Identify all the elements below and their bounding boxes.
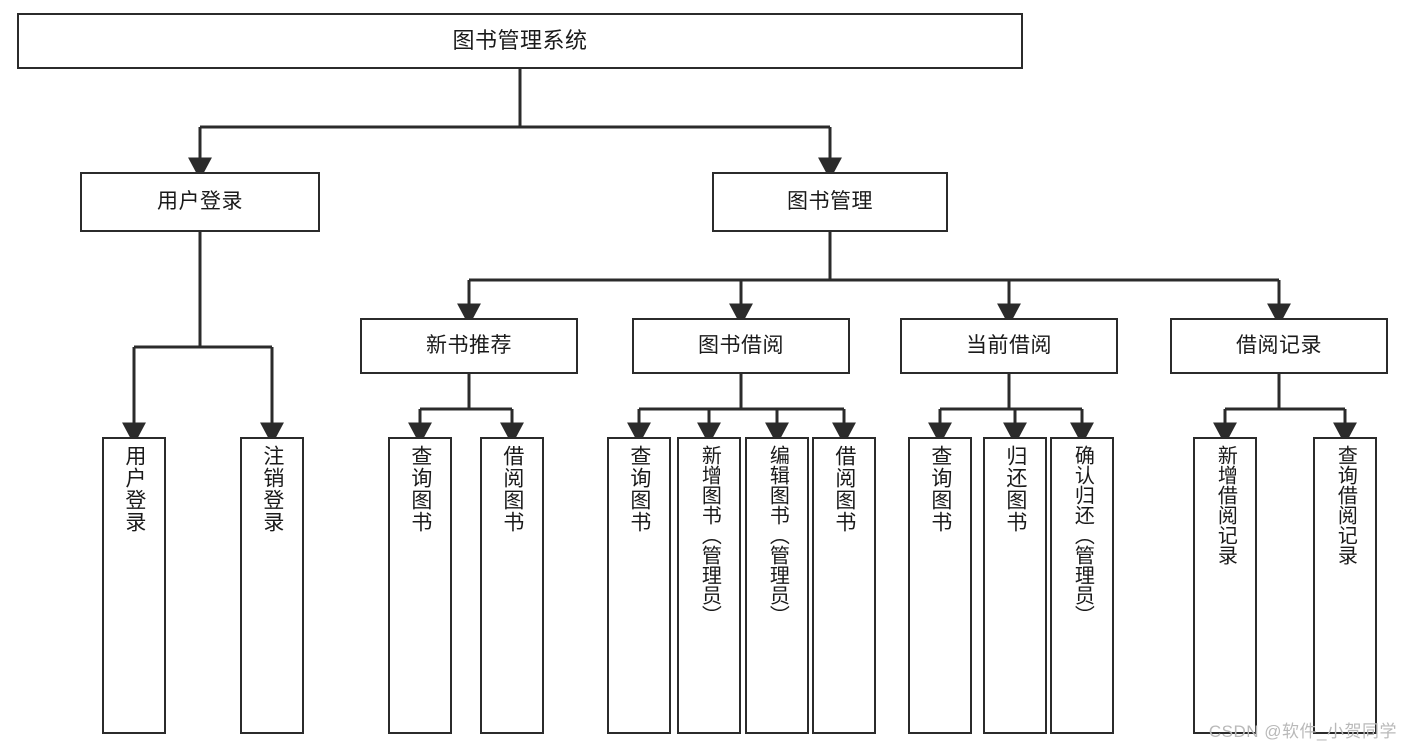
node-borrow-record[interactable]: 借阅记录 [1170, 318, 1388, 374]
node-label: 图书管理系统 [452, 28, 588, 54]
node-label: 查询借阅记录 [1334, 445, 1357, 565]
node-label: 图书管理 [787, 189, 873, 213]
leaf-query-book-recommend[interactable]: 查询图书 [388, 437, 452, 734]
leaf-borrow-book[interactable]: 借阅图书 [812, 437, 876, 734]
leaf-query-book-current[interactable]: 查询图书 [908, 437, 972, 734]
node-root[interactable]: 图书管理系统 [17, 13, 1023, 69]
leaf-add-borrow-record[interactable]: 新增借阅记录 [1193, 437, 1257, 734]
leaf-confirm-return-admin[interactable]: 确认归还（管理员） [1050, 437, 1114, 734]
node-label: 图书借阅 [698, 333, 784, 357]
leaf-query-book-borrow[interactable]: 查询图书 [607, 437, 671, 734]
node-label: 查询图书 [928, 445, 952, 533]
node-label: 借阅图书 [500, 445, 524, 533]
node-label: 编辑图书（管理员） [766, 445, 789, 625]
node-label: 新书推荐 [426, 333, 512, 357]
node-label: 新增图书（管理员） [698, 445, 721, 625]
node-label: 用户登录 [122, 445, 146, 533]
node-book-borrow[interactable]: 图书借阅 [632, 318, 850, 374]
node-label: 借阅图书 [832, 445, 856, 533]
node-book-manage[interactable]: 图书管理 [712, 172, 948, 232]
node-new-book-recommend[interactable]: 新书推荐 [360, 318, 578, 374]
node-label: 查询图书 [408, 445, 432, 533]
watermark: CSDN @软件_小贺同学 [1208, 722, 1397, 741]
node-label: 用户登录 [157, 189, 243, 213]
leaf-add-book-admin[interactable]: 新增图书（管理员） [677, 437, 741, 734]
leaf-logout[interactable]: 注销登录 [240, 437, 304, 734]
leaf-borrow-book-recommend[interactable]: 借阅图书 [480, 437, 544, 734]
node-label: 查询图书 [627, 445, 651, 533]
leaf-user-login[interactable]: 用户登录 [102, 437, 166, 734]
node-current-borrow[interactable]: 当前借阅 [900, 318, 1118, 374]
node-label: 确认归还（管理员） [1071, 445, 1094, 625]
node-label: 借阅记录 [1236, 333, 1322, 357]
leaf-return-book[interactable]: 归还图书 [983, 437, 1047, 734]
leaf-edit-book-admin[interactable]: 编辑图书（管理员） [745, 437, 809, 734]
node-label: 注销登录 [260, 445, 284, 533]
node-user-login[interactable]: 用户登录 [80, 172, 320, 232]
node-label: 归还图书 [1003, 445, 1027, 533]
node-label: 新增借阅记录 [1214, 445, 1237, 565]
leaf-query-borrow-record[interactable]: 查询借阅记录 [1313, 437, 1377, 734]
node-label: 当前借阅 [966, 333, 1052, 357]
